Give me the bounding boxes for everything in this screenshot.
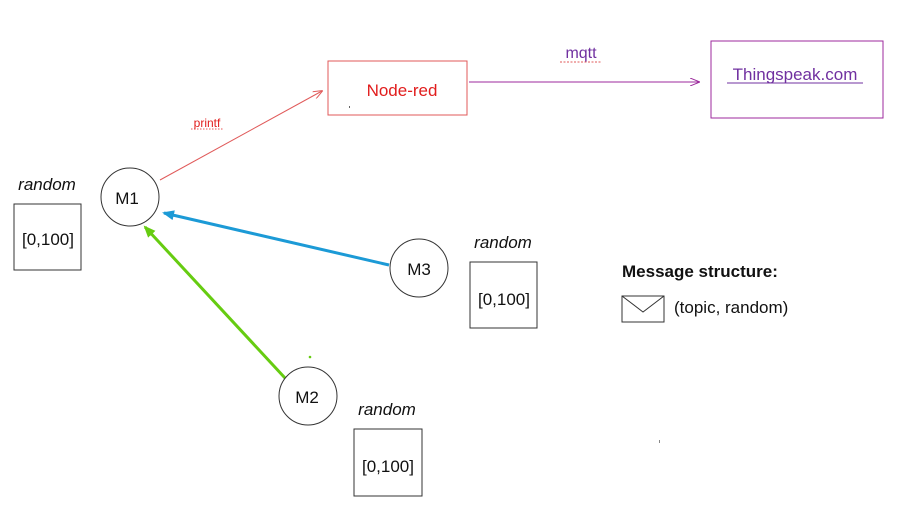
node-m1: M1 <box>100 167 160 227</box>
edge-m2-to-m1 <box>143 225 287 380</box>
printf-label: printf <box>194 116 221 130</box>
edge-m3-to-m1 <box>162 210 390 267</box>
stray-mark <box>349 106 350 108</box>
edge-m1-to-node-red: printf <box>159 91 322 181</box>
thingspeak-label: Thingspeak.com <box>733 65 858 84</box>
m1-label: M1 <box>115 189 139 208</box>
random-title-m2: random <box>358 400 416 419</box>
legend-heading: Message structure: <box>622 262 778 281</box>
stray-dot-green <box>308 355 312 359</box>
random-range-m2: [0,100] <box>362 457 414 476</box>
legend-text: (topic, random) <box>674 298 788 317</box>
random-box-m2: random [0,100] <box>353 400 423 497</box>
node-red-box: Node-red <box>327 60 468 116</box>
envelope-icon <box>621 295 665 323</box>
thingspeak-box: Thingspeak.com <box>710 40 884 119</box>
random-title-m1: random <box>18 175 76 194</box>
m3-label: M3 <box>407 260 431 279</box>
random-title-m3: random <box>474 233 532 252</box>
random-range-m1: [0,100] <box>22 230 74 249</box>
node-m3: M3 <box>389 238 449 298</box>
stray-mark-2 <box>659 440 660 443</box>
mqtt-label: mqtt <box>565 45 597 62</box>
random-box-m3: random [0,100] <box>469 233 538 329</box>
random-box-m1: random [0,100] <box>13 175 82 271</box>
message-structure-legend: Message structure: (topic, random) <box>621 262 788 323</box>
random-range-m3: [0,100] <box>478 290 530 309</box>
edge-node-red-to-thingspeak: mqtt <box>469 45 699 82</box>
m2-label: M2 <box>295 388 319 407</box>
node-red-label: Node-red <box>367 81 438 100</box>
node-m2: M2 <box>278 366 338 426</box>
